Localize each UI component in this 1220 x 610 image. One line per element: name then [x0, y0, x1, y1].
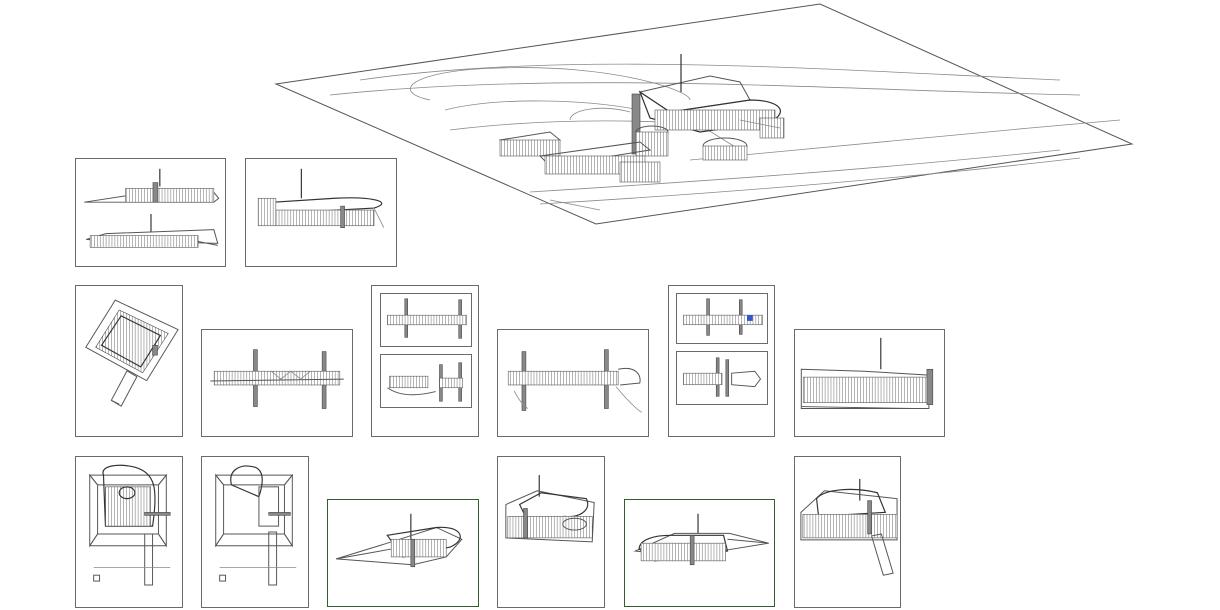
long-section-2[interactable]: [497, 329, 649, 437]
perspective-elevation[interactable]: [245, 158, 397, 267]
section-pair-2[interactable]: [668, 285, 775, 437]
axonometric-1[interactable]: [327, 499, 479, 607]
perspective-view-1[interactable]: [794, 329, 945, 437]
axonometric-4[interactable]: [794, 456, 901, 608]
section-1b: [380, 354, 472, 408]
ground-floor-plan[interactable]: [75, 456, 183, 608]
elevations-pair[interactable]: [75, 158, 226, 267]
upper-floor-plan[interactable]: [201, 456, 309, 608]
section-2a: [676, 293, 768, 344]
section-2b: [676, 351, 768, 405]
axonometric-2[interactable]: [497, 456, 605, 608]
rotated-plan[interactable]: [75, 285, 183, 437]
long-section-1[interactable]: [201, 329, 353, 437]
highlight-marker: [746, 315, 753, 321]
site-axonometric[interactable]: [270, 0, 1140, 230]
section-pair-1[interactable]: [371, 285, 479, 437]
section-1a: [380, 293, 472, 347]
axonometric-3[interactable]: [624, 499, 775, 607]
